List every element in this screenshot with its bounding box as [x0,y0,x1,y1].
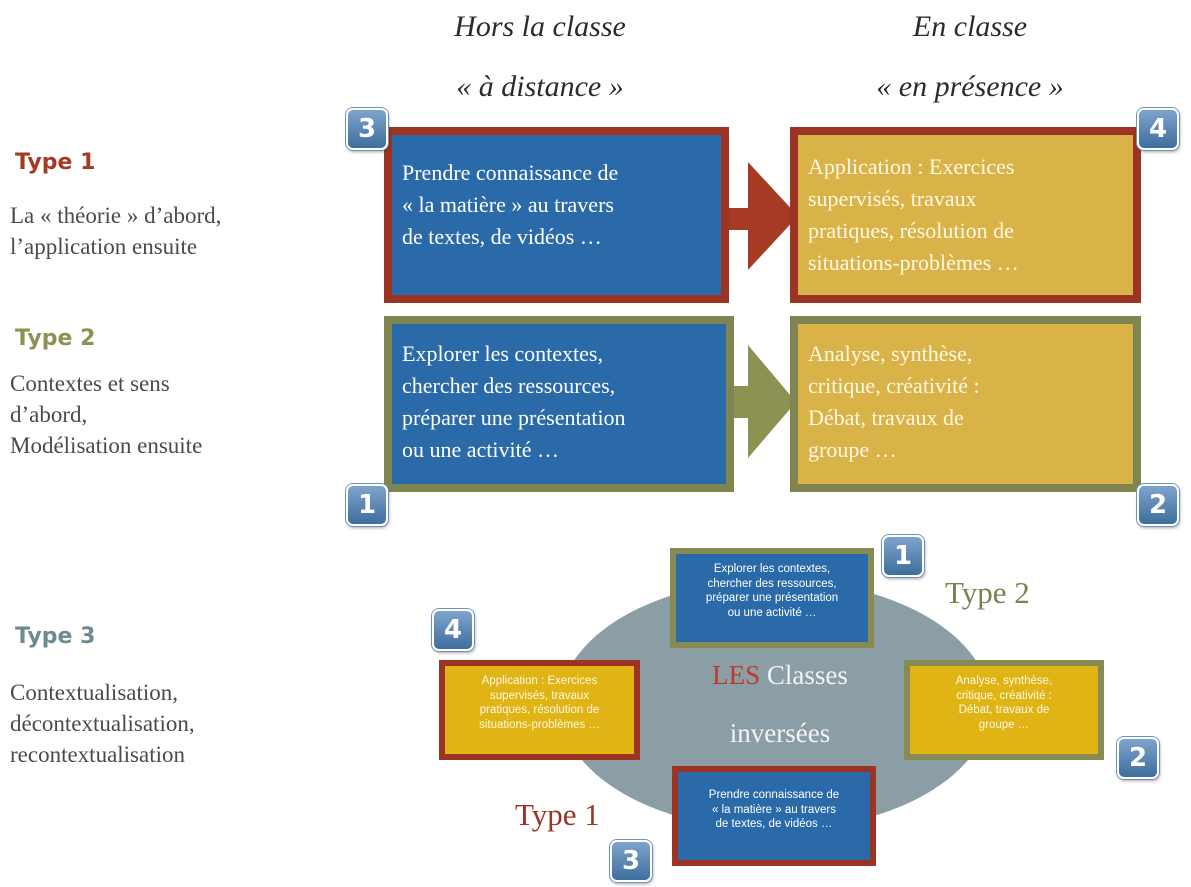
type2-distance-box: Explorer les contextes, chercher des res… [384,316,734,492]
cycle-ellipse [560,580,990,830]
cycle-right-box: Analyse, synthèse, critique, créativité … [904,660,1104,760]
cycle-center-inversees: inversées [729,718,831,748]
cycle-badge-1: 1 [882,535,924,577]
type1-title: Type 1 [15,150,96,175]
cycle-center-classes: Classes [766,660,848,690]
cycle-left-box: Application : Exercices supervisés, trav… [439,660,640,760]
cycle-type2-label: Type 2 [945,575,1030,610]
cycle-type1-label: Type 1 [515,797,600,832]
header-distance-subtitle: « à distance » [456,70,624,103]
header-presence-title: En classe [912,10,1028,43]
cycle-badge-3: 3 [610,840,652,882]
badge-2: 2 [1137,484,1179,526]
type2-presence-box: Analyse, synthèse, critique, créativité … [790,316,1141,492]
cycle-badge-4: 4 [432,609,474,651]
type1-presence-box: Application : Exercices supervisés, trav… [790,127,1141,303]
header-distance-title: Hors la classe [454,10,626,43]
type3-description: Contextualisation, décontextualisation, … [10,680,195,767]
type1-arrow [725,162,798,270]
type1-distance-box: Prendre connaissance de « la matière » a… [384,127,729,303]
cycle-bottom-box: Prendre connaissance de « la matière » a… [672,766,876,866]
type3-title: Type 3 [15,624,96,649]
header-presence-subtitle: « en présence » [876,70,1064,103]
badge-4: 4 [1137,108,1179,150]
type1-description: La « théorie » d’abord, l’application en… [10,203,222,259]
badge-1: 1 [346,484,388,526]
type2-title: Type 2 [15,326,96,351]
cycle-center-label: LES Classes [660,660,900,691]
type2-description: Contextes et sens d’abord, Modélisation … [10,371,203,458]
cycle-badge-2: 2 [1117,737,1159,779]
type2-arrow [728,345,796,458]
badge-3: 3 [346,108,388,150]
cycle-center-les: LES [712,660,761,690]
cycle-top-box: Explorer les contextes, chercher des res… [670,548,874,648]
